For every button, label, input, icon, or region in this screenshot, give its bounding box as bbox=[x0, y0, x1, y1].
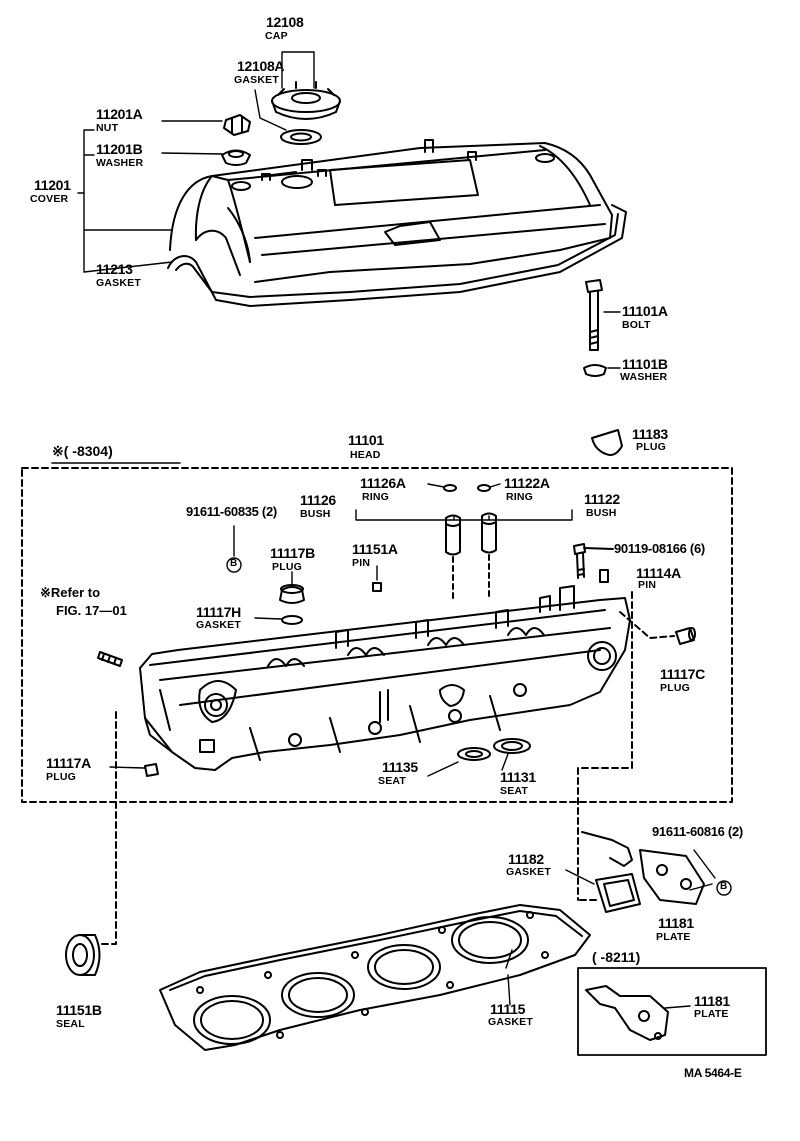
head-gasket-number: 11115 bbox=[490, 1001, 526, 1017]
range-note-top: ※( -8304) bbox=[52, 443, 113, 459]
pin-11151a-number: 11151A bbox=[352, 541, 398, 557]
head-number: 11101 bbox=[348, 432, 384, 448]
circle-b-letter-2: B bbox=[720, 881, 728, 892]
seal-11151b-number: 11151B bbox=[56, 1002, 102, 1018]
bolt-name: BOLT bbox=[622, 319, 651, 331]
plug-11117c-drawing bbox=[675, 627, 696, 645]
washer-drawing bbox=[221, 149, 251, 166]
stud-left-drawing bbox=[97, 651, 123, 667]
bolt-91611-60816-number: 91611-60816 (2) bbox=[652, 824, 743, 839]
gasket-11117h-drawing bbox=[254, 615, 303, 625]
range-note-bottom: ( -8211) bbox=[592, 949, 641, 965]
bolt-washer-number: 11101B bbox=[622, 356, 668, 372]
cap-drawing bbox=[271, 81, 341, 120]
plate-11181-name: PLATE bbox=[656, 931, 691, 943]
plug-11183-drawing bbox=[591, 429, 623, 456]
plug-11117b-name: PLUG bbox=[272, 561, 302, 573]
bush-11122-drawing bbox=[481, 512, 497, 554]
cover-name: COVER bbox=[30, 193, 69, 205]
cylinder-head-drawing bbox=[139, 585, 631, 771]
cover-drawing bbox=[167, 139, 627, 307]
seat-11135-drawing bbox=[457, 747, 491, 761]
cap-gasket-drawing bbox=[280, 129, 322, 145]
pin-11114a-drawing bbox=[599, 569, 609, 583]
circle-b-letter-1: B bbox=[230, 558, 238, 569]
pin-11114a-number: 11114A bbox=[636, 565, 681, 581]
plug-11117b-number: 11117B bbox=[270, 545, 315, 561]
gasket-11182-drawing bbox=[595, 873, 641, 913]
plate-11181-alt-number: 11181 bbox=[694, 993, 730, 1009]
pin-11151a-drawing bbox=[372, 565, 382, 592]
refer-note-line2: FIG. 17—01 bbox=[56, 603, 127, 618]
pin-11114a-name: PIN bbox=[638, 579, 657, 591]
cover-gasket-number: 11213 bbox=[96, 261, 133, 277]
ring-11122a-name: RING bbox=[506, 491, 534, 503]
bush-11122-name: BUSH bbox=[586, 507, 617, 519]
plug-11117c-name: PLUG bbox=[660, 682, 690, 694]
seat-11131-name: SEAT bbox=[500, 785, 529, 797]
figure-code: MA 5464-E bbox=[684, 1066, 742, 1080]
bolt-number: 11101A bbox=[622, 303, 668, 319]
seal-11151b-drawing bbox=[65, 934, 101, 976]
nut-drawing bbox=[223, 114, 251, 136]
plug-11117a-drawing bbox=[109, 763, 159, 777]
plug-11117b-drawing bbox=[279, 571, 305, 604]
cap-number: 12108 bbox=[266, 14, 304, 30]
cap-name: CAP bbox=[265, 30, 288, 42]
plate-11181-number: 11181 bbox=[658, 915, 694, 931]
bolt-washer-name: WASHER bbox=[620, 371, 668, 383]
cover-number: 11201 bbox=[34, 177, 71, 193]
plug-11183-name: PLUG bbox=[636, 441, 666, 453]
plug-11183-number: 11183 bbox=[632, 426, 668, 442]
seat-11131-drawing bbox=[493, 738, 531, 754]
bolt-91611-60835-number: 91611-60835 (2) bbox=[186, 504, 277, 519]
gasket-11117h-name: GASKET bbox=[196, 619, 241, 631]
nut-number: 11201A bbox=[96, 106, 143, 122]
head-assembly-boundary bbox=[21, 467, 733, 803]
nut-name: NUT bbox=[96, 122, 119, 134]
pin-11151a-name: PIN bbox=[352, 557, 371, 569]
ring-11126a-name: RING bbox=[362, 491, 390, 503]
circle-b-marker-1 bbox=[226, 557, 242, 573]
ring-11126a-number: 11126A bbox=[360, 475, 406, 491]
plug-11117a-number: 11117A bbox=[46, 755, 91, 771]
head-name: HEAD bbox=[350, 449, 381, 461]
plug-11117a-name: PLUG bbox=[46, 771, 76, 783]
head-gasket-drawing bbox=[159, 904, 591, 1051]
bush-11126-number: 11126 bbox=[300, 492, 336, 508]
seat-11135-name: SEAT bbox=[378, 775, 407, 787]
stud-90119-number: 90119-08166 (6) bbox=[614, 541, 705, 556]
bush-11122-number: 11122 bbox=[584, 491, 620, 507]
circle-b-marker-2 bbox=[716, 880, 732, 896]
cap-gasket-number: 12108A bbox=[237, 58, 285, 74]
head-gasket-name: GASKET bbox=[488, 1016, 533, 1028]
plate-11181-drawing bbox=[581, 831, 705, 905]
washer-name: WASHER bbox=[96, 157, 144, 169]
plate-11181-alt-drawing bbox=[585, 985, 691, 1041]
gasket-11117h-number: 11117H bbox=[196, 604, 241, 620]
seat-11135-number: 11135 bbox=[382, 759, 418, 775]
alt-plate-box bbox=[577, 967, 767, 1056]
ring-11122a-number: 11122A bbox=[504, 475, 550, 491]
seal-11151b-name: SEAL bbox=[56, 1018, 85, 1030]
gasket-11182-name: GASKET bbox=[506, 866, 551, 878]
bolt-washer-drawing bbox=[583, 364, 607, 377]
plug-11117c-number: 11117C bbox=[660, 666, 705, 682]
plate-11181-alt-name: PLATE bbox=[694, 1008, 729, 1020]
seat-11131-number: 11131 bbox=[500, 769, 536, 785]
washer-number: 11201B bbox=[96, 141, 143, 157]
leader-lines bbox=[77, 51, 716, 1006]
ring-11122a-drawing bbox=[477, 484, 491, 492]
cover-gasket-name: GASKET bbox=[96, 277, 141, 289]
refer-note-line1: ※Refer to bbox=[40, 585, 101, 600]
ring-11126a-drawing bbox=[443, 484, 457, 492]
bush-11126-name: BUSH bbox=[300, 508, 331, 520]
stud-90119-drawing bbox=[573, 543, 614, 579]
bush-11126-drawing bbox=[445, 514, 461, 556]
bolt-drawing bbox=[585, 279, 603, 351]
cap-gasket-name: GASKET bbox=[234, 74, 279, 86]
gasket-11182-number: 11182 bbox=[508, 851, 544, 867]
